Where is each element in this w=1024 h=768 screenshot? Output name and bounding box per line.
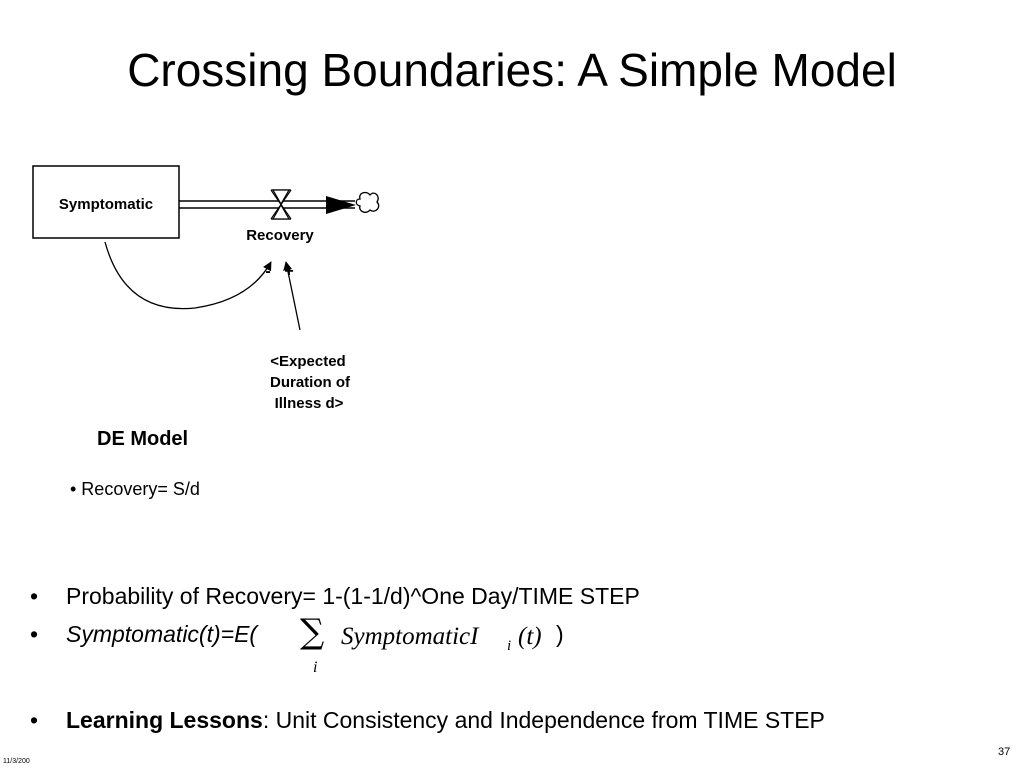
bullet-probability-text: Probability of Recovery= 1-(1-1/d)^One D… bbox=[66, 583, 640, 609]
formula-argument: (t) bbox=[518, 623, 542, 650]
formula-index: i bbox=[313, 659, 318, 676]
footer-date: 11/3/200 bbox=[3, 758, 30, 765]
slide-title: Crossing Boundaries: A Simple Model bbox=[127, 44, 897, 96]
formula-subscript: i bbox=[507, 638, 512, 654]
lessons-bold: Learning Lessons bbox=[66, 707, 263, 733]
flow-valve-icon bbox=[270, 189, 292, 220]
formula-term: SymptomaticI bbox=[341, 623, 479, 650]
lessons-rest: : Unit Consistency and Independence from… bbox=[262, 707, 825, 733]
link-stock-to-flow bbox=[104, 241, 272, 310]
shadow-line-2: Duration of bbox=[270, 374, 351, 391]
polarity-negative: - bbox=[265, 263, 270, 280]
formula-close: ) bbox=[556, 621, 564, 647]
bullet-lessons-text: Learning Lessons: Unit Consistency and I… bbox=[66, 707, 825, 734]
de-model-bullet: • Recovery= S/d bbox=[70, 479, 200, 499]
link-duration-to-flow bbox=[283, 261, 301, 331]
flow-pipe bbox=[179, 196, 356, 214]
de-model-heading: DE Model bbox=[97, 428, 189, 450]
formula-sum-symbol: ∑ bbox=[300, 612, 325, 652]
stock-flow-diagram: Symptomatic Recovery - + <Expected Durat… bbox=[32, 165, 380, 412]
flow-label: Recovery bbox=[246, 227, 314, 244]
shadow-variable: <Expected Duration of Illness d> bbox=[270, 353, 351, 412]
flow-arrowhead bbox=[326, 196, 356, 214]
stock-label: Symptomatic bbox=[59, 196, 153, 213]
cloud-icon bbox=[355, 191, 380, 213]
formula-prefix: Symptomatic(t)=E( bbox=[66, 621, 258, 647]
page-number: 37 bbox=[998, 746, 1011, 758]
shadow-line-1: <Expected bbox=[270, 353, 345, 370]
bullet-dot: • bbox=[30, 621, 39, 647]
stock-box bbox=[32, 165, 180, 239]
polarity-positive: + bbox=[284, 263, 293, 280]
bullet-formula: • Symptomatic(t)=E( ∑ i SymptomaticI i (… bbox=[30, 612, 730, 681]
shadow-line-3: Illness d> bbox=[275, 395, 344, 412]
bullet-dot: • bbox=[30, 583, 39, 609]
bullet-dot: • bbox=[30, 707, 39, 733]
